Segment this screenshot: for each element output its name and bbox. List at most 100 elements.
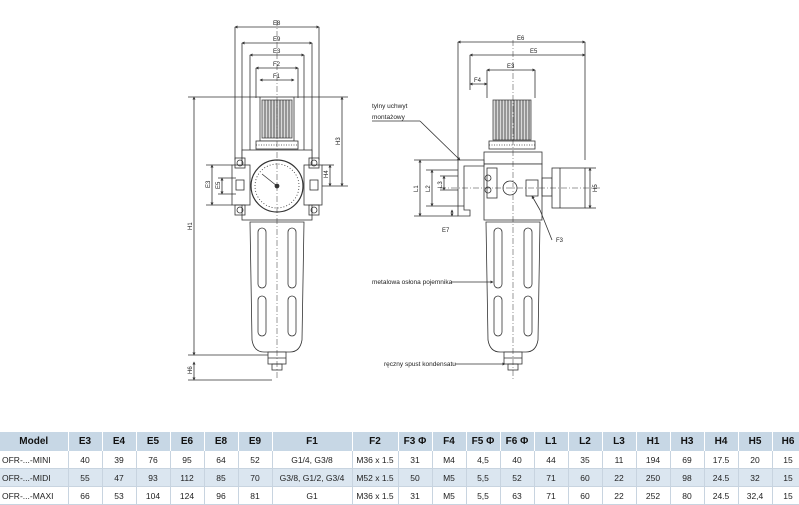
technical-drawing: E8 E9 E3 F2 F1 H3 H4 E3 E5 H1 H6 xyxy=(188,20,600,381)
table-cell: 112 xyxy=(170,468,205,487)
col-header: E5 xyxy=(136,432,171,451)
table-cell: 17.5 xyxy=(704,451,739,469)
table-cell: 40 xyxy=(500,451,535,469)
col-header: F3 Φ xyxy=(398,432,433,451)
table-cell: 252 xyxy=(636,486,671,505)
dim-l3: L3 xyxy=(438,181,444,188)
dim-h5: H5 xyxy=(593,184,599,192)
table-cell: 250 xyxy=(636,468,671,487)
table-cell: 22 xyxy=(602,486,637,505)
col-header: E3 xyxy=(68,432,103,451)
table-cell: 35 xyxy=(568,451,603,469)
table-row: OFR-...-MAXI 66 53 104 124 96 81 G1 M36 … xyxy=(0,486,799,505)
table-cell: 104 xyxy=(136,486,171,505)
col-header: F4 xyxy=(432,432,467,451)
table-cell: 40 xyxy=(68,451,103,469)
table-cell: 44 xyxy=(534,451,569,469)
dim-e3: E3 xyxy=(507,64,515,70)
label-bowl-guard: metalowa osłona pojemnika xyxy=(372,279,453,286)
col-header: H5 xyxy=(738,432,773,451)
table-cell: 55 xyxy=(68,468,103,487)
table-cell: 98 xyxy=(670,468,705,487)
table-cell: 71 xyxy=(534,468,569,487)
col-header: L2 xyxy=(568,432,603,451)
table-cell: 66 xyxy=(68,486,103,505)
table-cell: G3/8, G1/2, G3/4 xyxy=(272,468,353,487)
dim-e5: E5 xyxy=(530,49,538,55)
dim-f3: F3 xyxy=(556,238,564,244)
table-cell: 4,5 xyxy=(466,451,501,469)
dim-f2: F2 xyxy=(273,62,281,68)
table-cell: 15 xyxy=(772,486,799,505)
col-header: H6 xyxy=(772,432,799,451)
table-cell: M36 x 1.5 xyxy=(352,486,399,505)
table-cell: 60 xyxy=(568,486,603,505)
table-cell: 124 xyxy=(170,486,205,505)
table-cell: 52 xyxy=(238,451,273,469)
col-header: F1 xyxy=(272,432,353,451)
dim-e9: E9 xyxy=(273,37,281,43)
table-cell: 81 xyxy=(238,486,273,505)
table-cell: 32,4 xyxy=(738,486,773,505)
col-header: F6 Φ xyxy=(500,432,535,451)
dim-e7: E7 xyxy=(442,228,450,234)
dim-l2: L2 xyxy=(426,185,432,192)
table-cell: M5 xyxy=(432,468,467,487)
table-cell: 95 xyxy=(170,451,205,469)
dim-h3: H3 xyxy=(336,137,342,145)
col-header: L1 xyxy=(534,432,569,451)
table-cell: 15 xyxy=(772,468,799,487)
table-cell: M36 x 1.5 xyxy=(352,451,399,469)
table-cell: 5,5 xyxy=(466,468,501,487)
col-header: L3 xyxy=(602,432,637,451)
table-cell: 52 xyxy=(500,468,535,487)
col-header: E9 xyxy=(238,432,273,451)
table-cell: M4 xyxy=(432,451,467,469)
table-cell: 64 xyxy=(204,451,239,469)
table-cell: 20 xyxy=(738,451,773,469)
dim-e3-vertical: E3 xyxy=(206,180,212,188)
table-cell: M52 x 1.5 xyxy=(352,468,399,487)
dim-e8: E8 xyxy=(273,21,281,27)
table-cell: 47 xyxy=(102,468,137,487)
table-cell: 60 xyxy=(568,468,603,487)
table-cell: 31 xyxy=(398,486,433,505)
table-cell: 39 xyxy=(102,451,137,469)
table-cell: 11 xyxy=(602,451,637,469)
table-cell: M5 xyxy=(432,486,467,505)
table-row: OFR-...-MINI 40 39 76 95 64 52 G1/4, G3/… xyxy=(0,451,799,469)
table-header-row: Model E3 E4 E5 E6 E8 E9 F1 F2 F3 Φ F4 F5… xyxy=(0,432,799,451)
table-cell: 63 xyxy=(500,486,535,505)
dim-f1: F1 xyxy=(273,74,281,80)
table-cell: 71 xyxy=(534,486,569,505)
table-row: OFR-...-MIDI 55 47 93 112 85 70 G3/8, G1… xyxy=(0,468,799,487)
dim-l1: L1 xyxy=(414,185,420,192)
table-cell: G1/4, G3/8 xyxy=(272,451,353,469)
label-mounting-line1: tylny uchwyt xyxy=(372,103,408,110)
table-cell: 194 xyxy=(636,451,671,469)
label-mounting-line2: montażowy xyxy=(372,114,406,121)
dim-e3: E3 xyxy=(273,49,281,55)
label-manual-drain: ręczny spust kondensatu xyxy=(384,361,456,368)
table-cell: 70 xyxy=(238,468,273,487)
col-header: H3 xyxy=(670,432,705,451)
side-view xyxy=(372,40,600,380)
table-cell: 31 xyxy=(398,451,433,469)
dim-h1: H1 xyxy=(188,222,194,230)
col-header: F5 Φ xyxy=(466,432,501,451)
table-cell: 76 xyxy=(136,451,171,469)
table-cell: 85 xyxy=(204,468,239,487)
table-cell-model: OFR-...-MIDI xyxy=(0,468,69,487)
table-cell: 32 xyxy=(738,468,773,487)
table-cell: 80 xyxy=(670,486,705,505)
table-cell: 24.5 xyxy=(704,486,739,505)
table-cell: G1 xyxy=(272,486,353,505)
table-cell: 96 xyxy=(204,486,239,505)
callout-labels: tylny uchwyt montażowy metalowa osłona p… xyxy=(372,103,456,368)
table-cell: 22 xyxy=(602,468,637,487)
col-header: E8 xyxy=(204,432,239,451)
dim-e6: E6 xyxy=(517,36,525,42)
table-cell-model: OFR-...-MAXI xyxy=(0,486,69,505)
table-cell: 53 xyxy=(102,486,137,505)
front-view xyxy=(188,20,348,381)
